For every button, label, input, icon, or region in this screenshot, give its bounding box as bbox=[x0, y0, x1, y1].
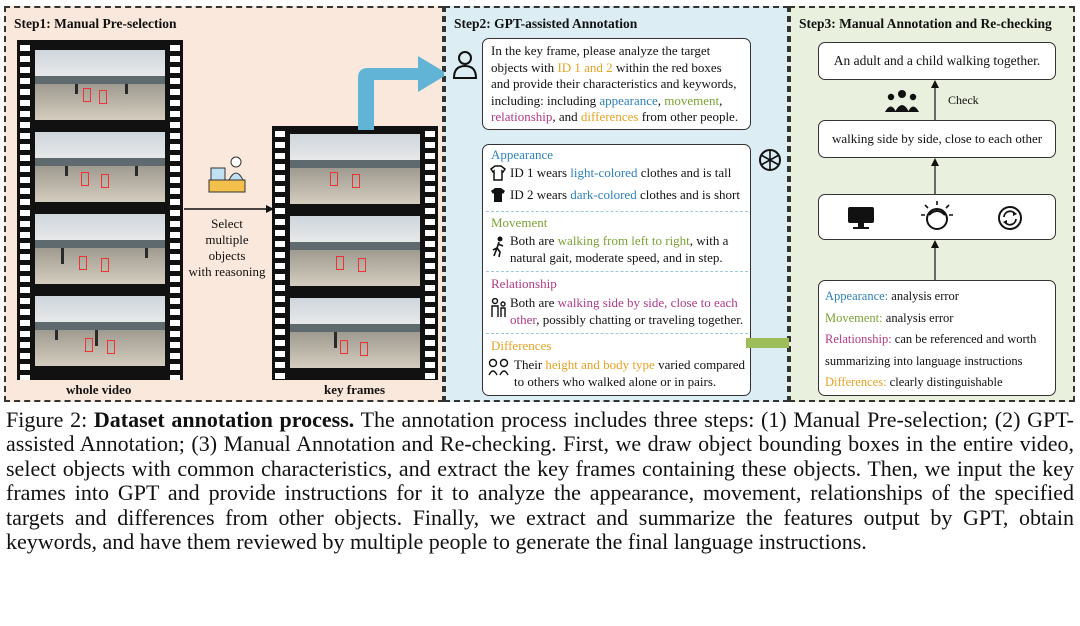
select-arrow bbox=[184, 205, 274, 213]
review-relationship: Relationship: can be referenced and wort… bbox=[825, 332, 1037, 368]
video-frame bbox=[35, 132, 165, 202]
video-frame bbox=[35, 50, 165, 120]
step2-panel: Step2: GPT-assisted Annotation In the ke… bbox=[444, 6, 816, 402]
figure-caption: Figure 2: Dataset annotation process. Th… bbox=[6, 407, 1074, 555]
review-movement: Movement: analysis error bbox=[825, 310, 954, 325]
final-instruction-card: An adult and a child walking together. bbox=[818, 42, 1056, 80]
section-divider bbox=[486, 211, 748, 212]
thinking-person-icon bbox=[921, 201, 953, 230]
gpt-output-card bbox=[482, 144, 751, 396]
key-frame bbox=[290, 216, 420, 286]
review-appearance: Appearance: analysis error bbox=[825, 289, 959, 303]
section-divider bbox=[486, 271, 748, 272]
video-frame bbox=[35, 296, 165, 366]
check-label: Check bbox=[948, 93, 979, 107]
up-arrow bbox=[931, 158, 939, 194]
light-shirt-icon bbox=[490, 165, 506, 181]
section-divider bbox=[486, 333, 748, 334]
annotation-figure: Step1: Manual Pre-selection whole video … bbox=[4, 6, 1075, 402]
review-differences: Differences: clearly distinguishable bbox=[825, 375, 1003, 389]
appearance-line2: ID 2 wears dark-colored clothes and is s… bbox=[510, 187, 740, 202]
movement-text: Both are walking from left to right, wit… bbox=[510, 233, 729, 265]
key-frame bbox=[290, 134, 420, 204]
step1-title: Step1: Manual Pre-selection bbox=[14, 16, 177, 31]
people-compare-icon bbox=[488, 358, 509, 376]
step3-panel: Step3: Manual Annotation and Re-checking… bbox=[789, 6, 1075, 402]
relationship-label: Relationship bbox=[491, 276, 557, 291]
annotator-icon bbox=[208, 156, 246, 193]
gpt-input-arrow bbox=[358, 56, 448, 130]
two-people-icon bbox=[491, 298, 506, 317]
key-frame bbox=[290, 298, 420, 368]
whole-video-label: whole video bbox=[66, 382, 132, 397]
video-frame bbox=[35, 214, 165, 284]
monitor-icon bbox=[848, 207, 874, 229]
gpt-logo-icon bbox=[759, 149, 781, 171]
dark-shirt-icon bbox=[491, 188, 505, 202]
step3-title: Step3: Manual Annotation and Re-checking bbox=[799, 16, 1052, 31]
up-arrow bbox=[931, 240, 939, 280]
appearance-line1: ID 1 wears light-colored clothes and is … bbox=[510, 165, 732, 180]
refresh-icon bbox=[998, 206, 1022, 230]
review-card: Appearance: analysis error Movement: ana… bbox=[818, 280, 1056, 396]
user-icon bbox=[452, 51, 478, 79]
keywords-card: walking side by side, close to each othe… bbox=[818, 120, 1056, 158]
key-frames-label: key frames bbox=[324, 382, 386, 397]
prompt-card: In the key frame, please analyze the tar… bbox=[482, 38, 751, 130]
differences-label: Differences bbox=[491, 338, 552, 353]
movement-label: Movement bbox=[491, 215, 548, 230]
select-text: Select multiple objects with reasoning bbox=[188, 216, 266, 279]
differences-text: Their height and body type varied compar… bbox=[514, 357, 746, 389]
whole-video-filmstrip bbox=[17, 40, 183, 380]
relationship-text: Both are walking side by side, close to … bbox=[510, 295, 744, 327]
reviewers-icon bbox=[885, 90, 919, 112]
walking-icon bbox=[492, 236, 504, 258]
step2-title: Step2: GPT-assisted Annotation bbox=[454, 16, 638, 31]
step1-panel: Step1: Manual Pre-selection whole video … bbox=[4, 6, 448, 402]
key-frames-filmstrip bbox=[272, 126, 438, 380]
up-arrow bbox=[931, 80, 939, 120]
appearance-label: Appearance bbox=[491, 147, 554, 162]
